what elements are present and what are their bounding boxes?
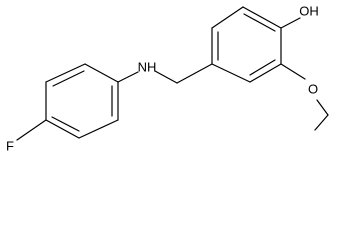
- bond-to-fluorine: [16, 119, 47, 141]
- amine-label: NH: [138, 60, 157, 75]
- bond-to-hydroxyl: [280, 17, 301, 29]
- bond-to-ether-oxygen: [280, 63, 306, 80]
- double-bond: [243, 13, 276, 32]
- bond-ch2-to-amine: [154, 70, 178, 84]
- fluorophenyl-ring: [45, 63, 119, 139]
- molecule-structure: OH O NH F: [6, 4, 329, 154]
- fluorine-label: F: [6, 139, 14, 154]
- double-bond: [52, 70, 85, 87]
- bond: [45, 63, 86, 83]
- bond: [84, 63, 119, 83]
- bond: [45, 119, 80, 139]
- bond: [211, 63, 251, 83]
- bond-ethyl-ch2: [316, 99, 329, 116]
- bond-ring-to-ch2: [176, 63, 213, 84]
- bond: [211, 6, 244, 29]
- ether-oxygen-label: O: [308, 82, 318, 97]
- double-bond: [51, 116, 80, 132]
- bond: [242, 6, 282, 29]
- bond: [78, 119, 119, 139]
- bond: [249, 63, 282, 83]
- double-bond: [249, 59, 276, 76]
- hydroxyl-label: OH: [299, 4, 319, 19]
- bond-ethyl-ch3: [314, 114, 329, 131]
- phenol-ring: [211, 6, 282, 83]
- bond-amine-to-ring: [117, 71, 139, 83]
